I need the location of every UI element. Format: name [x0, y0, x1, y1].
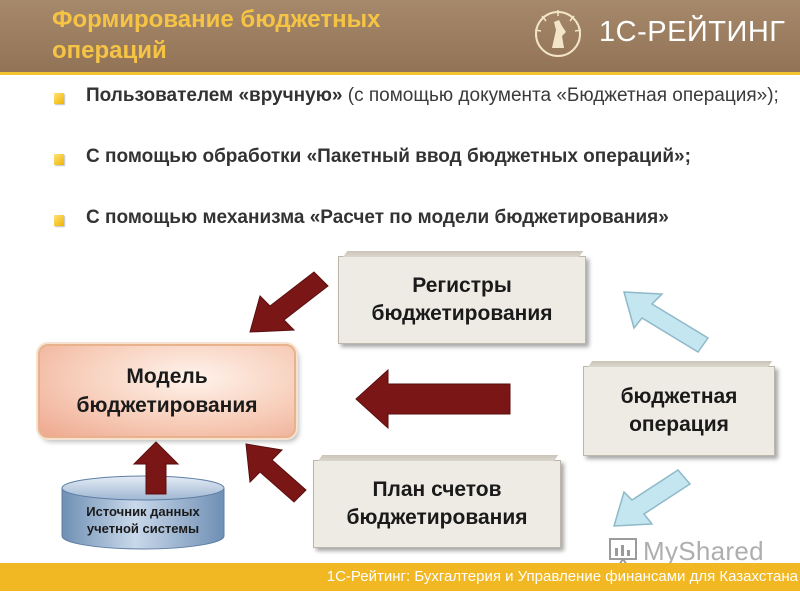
- data-source-label: Источник данных учетной системы: [86, 504, 200, 536]
- arrow-to-model-from-plan-icon: [245, 443, 307, 503]
- registers-box: Регистры бюджетирования: [338, 251, 586, 344]
- arrow-operation-to-plan-icon: [612, 469, 692, 527]
- arrow-up-to-model-icon: [132, 441, 180, 495]
- brand-name: 1С-РЕЙТИНГ: [599, 16, 786, 48]
- data-source-cylinder: Источник данных учетной системы: [60, 474, 226, 552]
- bullet-bold-text: С помощью механизма «Расчет по модели бю…: [86, 207, 669, 228]
- slide-footer: 1С-Рейтинг: Бухгалтерия и Управление фин…: [0, 563, 800, 591]
- budget-operation-box: бюджетная операция: [583, 361, 775, 456]
- database-icon: [61, 475, 225, 550]
- bullet-item: С помощью обработки «Пакетный ввод бюдже…: [44, 143, 784, 197]
- plan-label: План счетов бюджетирования: [346, 478, 528, 529]
- bullet-item: Пользователем «вручную» (с помощью докум…: [44, 82, 784, 136]
- footer-text: 1С-Рейтинг: Бухгалтерия и Управление фин…: [326, 568, 798, 585]
- bullet-marker-icon: [54, 215, 64, 226]
- bullet-marker-icon: [54, 93, 64, 104]
- bullet-text: (с помощью документа «Бюджетная операция…: [342, 85, 779, 106]
- registers-label: Регистры бюджетирования: [371, 274, 553, 325]
- bullet-marker-icon: [54, 154, 64, 165]
- header-divider: [0, 72, 800, 75]
- slide-header: Формирование бюджетных операций 1С-РЕЙТИ…: [0, 0, 800, 72]
- bullet-bold-text: Пользователем «вручную»: [86, 85, 343, 106]
- bullet-bold-text: С помощью обработки «Пакетный ввод бюдже…: [86, 146, 691, 167]
- bullet-list: Пользователем «вручную» (с помощью докум…: [44, 82, 784, 238]
- watermark-text: MyShared: [643, 536, 764, 566]
- arrow-to-model-from-registers-icon: [249, 271, 329, 333]
- arrow-to-model-from-operation-icon: [355, 368, 511, 430]
- figure-emblem-icon: [534, 10, 582, 57]
- slide-title: Формирование бюджетных операций: [52, 6, 381, 64]
- bullet-item: С помощью механизма «Расчет по модели бю…: [44, 204, 784, 231]
- chart-of-accounts-box: План счетов бюджетирования: [313, 455, 561, 548]
- model-label: Модель бюджетирования: [76, 365, 258, 417]
- arrow-operation-to-registers-icon: [622, 291, 710, 354]
- budget-model-box: Модель бюджетирования: [38, 344, 296, 438]
- operation-label: бюджетная операция: [620, 385, 738, 436]
